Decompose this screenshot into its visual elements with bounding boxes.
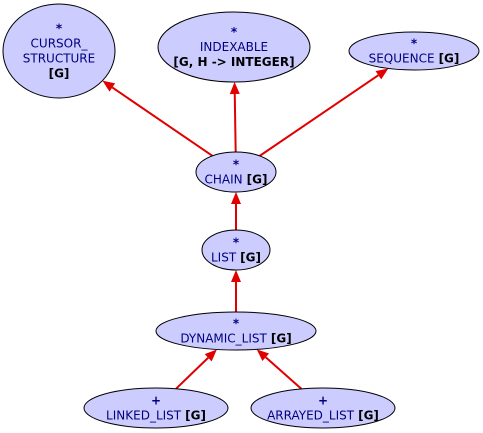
node-label-line: ARRAYED_LIST[G] [267, 409, 379, 423]
node-label-line: * [233, 158, 240, 172]
node-label-line: SEQUENCE [G] [369, 52, 460, 66]
node-marker: * [233, 317, 240, 331]
node-shape [195, 151, 277, 193]
arrowhead-list-to-chain [231, 192, 241, 204]
node-shape [2, 3, 116, 99]
node-generic: [G] [49, 67, 70, 81]
node-generic: [G] [358, 409, 379, 423]
edge-arrayed_list-to-dynamic_list [265, 356, 303, 390]
node-cursor-structure[interactable]: *CURSOR_STRUCTURE[G] [2, 3, 116, 99]
node-sequence[interactable]: *SEQUENCE [G] [348, 31, 480, 71]
arrowhead-chain-to-indexable [229, 81, 240, 95]
node-marker: + [151, 394, 161, 408]
node-shape [83, 387, 229, 429]
node-label-line: + [318, 394, 328, 408]
node-label-line: [G] [49, 67, 70, 81]
node-label-line: CURSOR_ [31, 37, 89, 51]
node-label-line: LIST[G] [211, 251, 261, 265]
node-shape [157, 11, 311, 83]
node-name: ARRAYED_LIST [267, 409, 355, 423]
node-label-line: INDEXABLE [200, 40, 268, 54]
node-marker: + [318, 394, 328, 408]
node-name: CHAIN [205, 173, 243, 187]
node-label-line: DYNAMIC_LIST [G] [180, 332, 291, 346]
node-name: STRUCTURE [23, 52, 95, 66]
node-generic: [G] [185, 409, 206, 423]
node-label-line: + [151, 394, 161, 408]
edge-linked_list-to-dynamic_list [175, 357, 209, 390]
node-generic: [G] [247, 173, 268, 187]
node-marker: * [233, 158, 240, 172]
node-name: DYNAMIC_LIST [180, 332, 267, 346]
node-name: LINKED_LIST [106, 409, 182, 423]
node-label-line: * [233, 236, 240, 250]
node-marker: * [56, 22, 63, 36]
node-linked-list[interactable]: +LINKED_LIST[G] [83, 387, 229, 429]
nodes-layer: *CURSOR_STRUCTURE[G]*INDEXABLE[G, H -> I… [2, 3, 480, 429]
node-label-line: [G, H -> INTEGER] [173, 55, 294, 69]
arrowhead-linked_list-to-dynamic_list [204, 349, 217, 362]
node-marker: * [231, 25, 238, 39]
node-shape [348, 31, 480, 71]
node-list[interactable]: *LIST[G] [201, 229, 271, 271]
node-arrayed-list[interactable]: +ARRAYED_LIST[G] [250, 387, 396, 429]
node-label-line: * [233, 317, 240, 331]
node-shape [201, 229, 271, 271]
node-name: LIST [211, 251, 237, 265]
node-generic: [G] [439, 52, 460, 66]
edge-chain-to-sequence [259, 74, 379, 157]
node-name: SEQUENCE [369, 52, 435, 66]
node-name: CURSOR_ [31, 37, 89, 51]
node-label-line: CHAIN [G] [205, 173, 268, 187]
node-label-line: * [231, 25, 238, 39]
node-dynamic-list[interactable]: *DYNAMIC_LIST [G] [155, 311, 317, 351]
node-shape [250, 387, 396, 429]
node-generic: [G, H -> INTEGER] [173, 55, 294, 69]
arrowhead-chain-to-cursor_structure [102, 80, 116, 92]
node-label-line: STRUCTURE [23, 52, 95, 66]
edge-chain-to-indexable [233, 93, 237, 153]
node-indexable[interactable]: *INDEXABLE[G, H -> INTEGER] [157, 11, 311, 83]
node-label-line: * [56, 22, 63, 36]
node-generic: [G] [271, 332, 292, 346]
node-name: INDEXABLE [200, 40, 268, 54]
node-label-line: * [411, 37, 418, 51]
node-generic: [G] [240, 251, 261, 265]
node-marker: * [233, 236, 240, 250]
edges-layer [102, 68, 389, 390]
node-shape [155, 311, 317, 351]
arrowhead-arrayed_list-to-dynamic_list [256, 349, 270, 362]
node-chain[interactable]: *CHAIN [G] [195, 151, 277, 193]
node-label-line: LINKED_LIST[G] [106, 409, 206, 423]
node-marker: * [411, 37, 418, 51]
edge-chain-to-cursor_structure [111, 86, 213, 157]
arrowhead-dynamic_list-to-list [231, 270, 241, 282]
arrowhead-chain-to-sequence [375, 68, 389, 80]
